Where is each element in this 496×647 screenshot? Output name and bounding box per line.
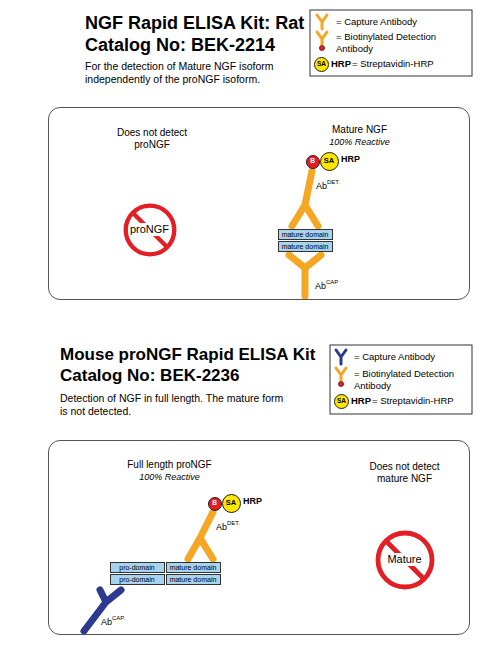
legend-text: = Capture Antibody xyxy=(336,16,466,28)
antibody-superscript: CAP. xyxy=(112,615,125,622)
kit-title: NGF Rapid ELISA Kit: Rat Catalog No: BEK… xyxy=(85,12,309,56)
node-text: mature domain xyxy=(170,576,217,583)
biotin-dot xyxy=(319,45,324,50)
node-text: proNGF xyxy=(129,223,170,235)
antibody-label: Ab xyxy=(216,522,227,533)
antibody-superscript: CAP xyxy=(326,279,338,286)
legend-text: = Biotinylated Detection Antibody xyxy=(354,368,466,392)
detection-antibody xyxy=(292,171,318,226)
node-text: B xyxy=(310,158,315,165)
node-text: Does not detect mature NGF xyxy=(355,461,455,485)
hrp-label: HRP xyxy=(351,395,371,406)
node-text: Mature xyxy=(386,553,422,565)
node-text: Mature NGF xyxy=(305,124,415,136)
detection-antibody-icon xyxy=(336,368,346,382)
hrp-label: HRP xyxy=(331,58,351,69)
mature-domain-box: mature domain xyxy=(278,229,333,240)
streptavidin-circle: SA xyxy=(314,57,329,72)
capture-antibody-icon xyxy=(336,350,346,364)
pro-domain-box: pro-domain xyxy=(110,562,165,573)
node-text: B xyxy=(212,500,217,507)
biotin-circle: B xyxy=(208,497,222,511)
prohibition-ring xyxy=(378,533,432,587)
node-text: mature domain xyxy=(170,564,217,571)
legend-text: = Biotinylated Detection Antibody xyxy=(336,31,456,55)
node-text: 100% Reactive xyxy=(105,472,235,483)
legend-text: = Capture Antibody xyxy=(354,351,469,363)
antibody-label: Ab xyxy=(101,617,112,628)
legend-box xyxy=(310,10,472,76)
legend-box xyxy=(330,345,472,414)
kit-description: For the detection of Mature NGF isoform … xyxy=(85,60,303,85)
mature-domain-box: mature domain xyxy=(166,574,221,585)
mature-domain-box: mature domain xyxy=(166,562,221,573)
node-text: Does not detect proNGF xyxy=(100,127,205,151)
pro-domain-box: pro-domain xyxy=(110,574,165,585)
antibody-drawings xyxy=(84,10,472,631)
node-text: mature domain xyxy=(282,243,329,250)
hrp-label: HRP xyxy=(341,154,360,165)
node-text: Full length proNGF xyxy=(105,459,235,471)
detection-antibody-icon xyxy=(317,32,327,46)
hrp-label: HRP xyxy=(243,496,262,507)
assay-panel: Does not detect proNGF Mature NGF100% Rea… xyxy=(48,107,470,300)
streptavidin-circle: SA xyxy=(222,494,241,513)
mature-domain-box: mature domain xyxy=(278,241,333,252)
kit-title: Mouse proNGF Rapid ELISA Kit Catalog No:… xyxy=(60,344,326,386)
kit-description: Detection of NGF in full length. The mat… xyxy=(60,392,290,417)
node-text: pro-domain xyxy=(119,576,154,583)
node-text: mature domain xyxy=(282,231,329,238)
node-text: pro-domain xyxy=(119,564,154,571)
streptavidin-circle: SA xyxy=(320,152,339,171)
capture-antibody xyxy=(84,590,121,631)
legend-text: = Streptavidin-HRP xyxy=(372,395,471,407)
prohibition-slash xyxy=(385,540,423,578)
node-text: SA xyxy=(324,157,334,165)
biotin-dot xyxy=(338,381,343,386)
not-detected-symbol: Mature xyxy=(375,530,435,590)
node-text: SA xyxy=(337,398,346,405)
node-text: 100% Reactive xyxy=(305,137,415,148)
antibody-label: Ab xyxy=(315,281,326,292)
streptavidin-circle: SA xyxy=(334,394,349,409)
capture-antibody-icon xyxy=(317,15,327,29)
not-detected-symbol: proNGF xyxy=(123,203,177,257)
legend-text: = Streptavidin-HRP xyxy=(352,58,470,70)
node-text: SA xyxy=(226,499,236,507)
antibody-label: Ab xyxy=(316,181,327,192)
biotin-circle: B xyxy=(306,155,320,169)
assay-panel: Full length proNGF100% Reactive Does not … xyxy=(48,440,470,635)
prohibition-ring xyxy=(125,205,174,254)
antibody-superscript: DET. xyxy=(227,520,240,527)
node-text: SA xyxy=(317,61,326,68)
detection-antibody xyxy=(188,512,213,559)
antibody-superscript: DET. xyxy=(327,179,340,186)
